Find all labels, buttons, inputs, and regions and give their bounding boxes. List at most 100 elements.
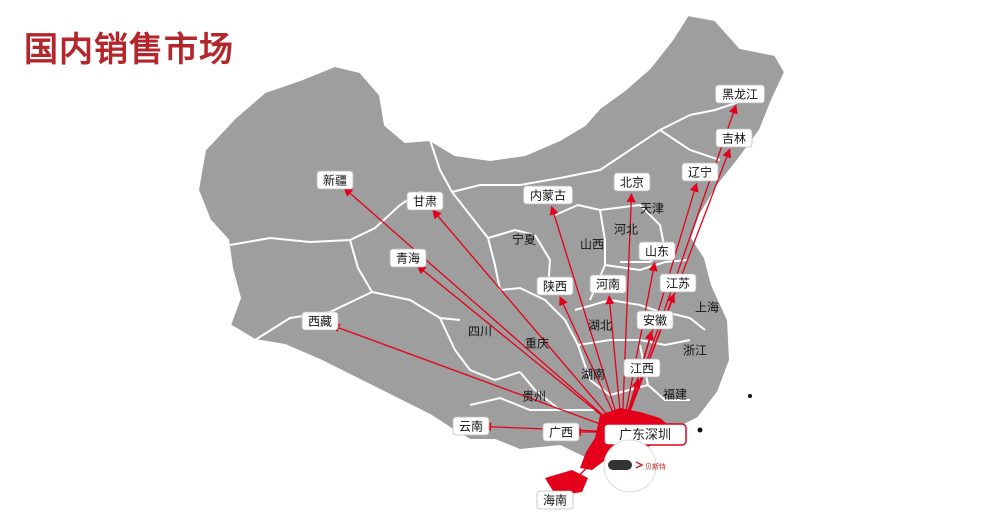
province-label-hunan: 湖南	[581, 367, 605, 382]
province-name-jiangxi: 江西	[630, 362, 654, 376]
label-box-beijing	[613, 172, 651, 192]
province-label-yunnan: 云南	[452, 416, 490, 436]
province-label-hainan: 海南	[536, 490, 574, 510]
province-label-shanxi: 山西	[580, 238, 604, 252]
label-box-neimenggu	[523, 185, 573, 205]
logo-text: 贝斯特	[645, 462, 666, 471]
arrow-liaoning	[621, 182, 699, 433]
label-box-shandong	[638, 241, 676, 261]
province-label-gansu: 甘肃	[406, 191, 444, 211]
province-name-jilin: 吉林	[722, 132, 746, 146]
label-box-anhui	[636, 310, 674, 330]
province-name-hunan: 湖南	[581, 367, 605, 382]
arrow-shandong	[621, 261, 658, 433]
province-name-hainan: 海南	[543, 493, 567, 508]
province-label-ningxia: 宁夏	[512, 232, 536, 247]
label-box-yunnan	[452, 416, 490, 436]
province-label-hubei: 湖北	[588, 318, 612, 333]
province-label-jiangsu: 江苏	[659, 273, 697, 293]
province-name-yunnan: 云南	[459, 419, 483, 434]
arrow-neimenggu	[549, 205, 623, 433]
label-box-jiangsu	[659, 273, 697, 293]
arrows	[330, 104, 738, 493]
arrow-xinjiang	[343, 187, 623, 433]
label-box-xizang	[301, 311, 339, 331]
province-name-anhui: 安徽	[643, 313, 667, 328]
province-name-shanxi: 山西	[580, 238, 604, 252]
province-name-ningxia: 宁夏	[512, 232, 536, 247]
arrow-xizang	[330, 323, 623, 433]
province-label-liaoning: 辽宁	[681, 162, 719, 182]
label-box-liaoning	[681, 162, 719, 182]
province-label-tianjin: 天津	[640, 202, 664, 216]
province-label-neimenggu: 内蒙古	[523, 185, 573, 205]
province-label-sichuan: 四川	[468, 325, 492, 339]
province-name-henan: 河南	[596, 277, 620, 292]
arrow-beijing	[621, 193, 636, 433]
province-name-tianjin: 天津	[640, 202, 664, 216]
province-label-guangxi: 广西	[542, 422, 580, 442]
arrow-gansu	[432, 209, 623, 433]
label-box-jiangxi	[623, 358, 661, 378]
province-name-hubei: 湖北	[588, 318, 612, 333]
province-name-xizang: 西藏	[308, 315, 332, 329]
province-label-qinghai: 青海	[389, 248, 427, 268]
province-name-guizhou: 贵州	[522, 390, 546, 404]
province-label-zhejiang: 浙江	[683, 344, 707, 358]
province-label-chongqing: 重庆	[525, 337, 549, 351]
province-name-jiangsu: 江苏	[666, 277, 690, 291]
province-name-qinghai: 青海	[396, 251, 420, 266]
province-name-zhejiang: 浙江	[683, 344, 707, 358]
province-label-jiangxi: 江西	[623, 358, 661, 378]
province-name-shanghai: 上海	[695, 300, 719, 315]
province-name-beijing: 北京	[620, 176, 644, 190]
province-label-hebei: 河北	[614, 223, 638, 237]
label-box-heilongjiang	[715, 84, 765, 104]
province-name-heilongjiang: 黑龙江	[722, 88, 758, 102]
taiwan-dot	[748, 394, 752, 398]
province-label-beijing: 北京	[613, 172, 651, 192]
label-box-shaanxi	[536, 276, 574, 296]
island-dot	[697, 427, 703, 433]
province-name-shandong: 山东	[645, 245, 669, 259]
chevron-logo-icon	[635, 461, 644, 469]
page-title: 国内销售市场	[24, 30, 234, 70]
province-label-anhui: 安徽	[636, 310, 674, 330]
province-label-shanghai: 上海	[695, 300, 719, 315]
province-label-heilongjiang: 黑龙江	[715, 84, 765, 104]
province-name-shaanxi: 陕西	[543, 279, 567, 294]
arrow-heilongjiang	[621, 104, 738, 433]
province-label-shaanxi: 陕西	[536, 276, 574, 296]
province-name-fujian: 福建	[663, 387, 687, 402]
arrow-qinghai	[416, 265, 623, 433]
hub-label-text: 广东深圳	[619, 428, 671, 443]
province-name-liaoning: 辽宁	[688, 165, 712, 180]
province-name-neimenggu: 内蒙古	[530, 188, 566, 203]
company-logo: 贝斯特	[603, 439, 666, 493]
label-box-jilin	[715, 128, 753, 148]
province-borders	[229, 99, 746, 411]
province-label-fujian: 福建	[663, 387, 687, 402]
label-box-gansu	[406, 191, 444, 211]
province-label-xizang: 西藏	[301, 311, 339, 331]
label-box-xinjiang	[316, 170, 354, 190]
arrow-shaanxi	[559, 296, 623, 433]
province-name-xinjiang: 新疆	[323, 173, 347, 188]
province-name-gansu: 甘肃	[413, 195, 437, 209]
province-name-sichuan: 四川	[468, 325, 492, 339]
province-name-chongqing: 重庆	[525, 337, 549, 351]
province-label-henan: 河南	[589, 274, 627, 294]
label-box-henan	[589, 274, 627, 294]
label-box-qinghai	[389, 248, 427, 268]
hub-label: 广东深圳	[603, 423, 687, 446]
province-label-shandong: 山东	[638, 241, 676, 261]
province-label-jilin: 吉林	[715, 128, 753, 148]
province-name-guangxi: 广西	[549, 426, 573, 440]
province-name-hebei: 河北	[614, 223, 638, 237]
province-label-guizhou: 贵州	[522, 390, 546, 404]
province-label-xinjiang: 新疆	[316, 170, 354, 190]
arrow-henan	[605, 294, 623, 433]
label-box-guangxi	[542, 422, 580, 442]
